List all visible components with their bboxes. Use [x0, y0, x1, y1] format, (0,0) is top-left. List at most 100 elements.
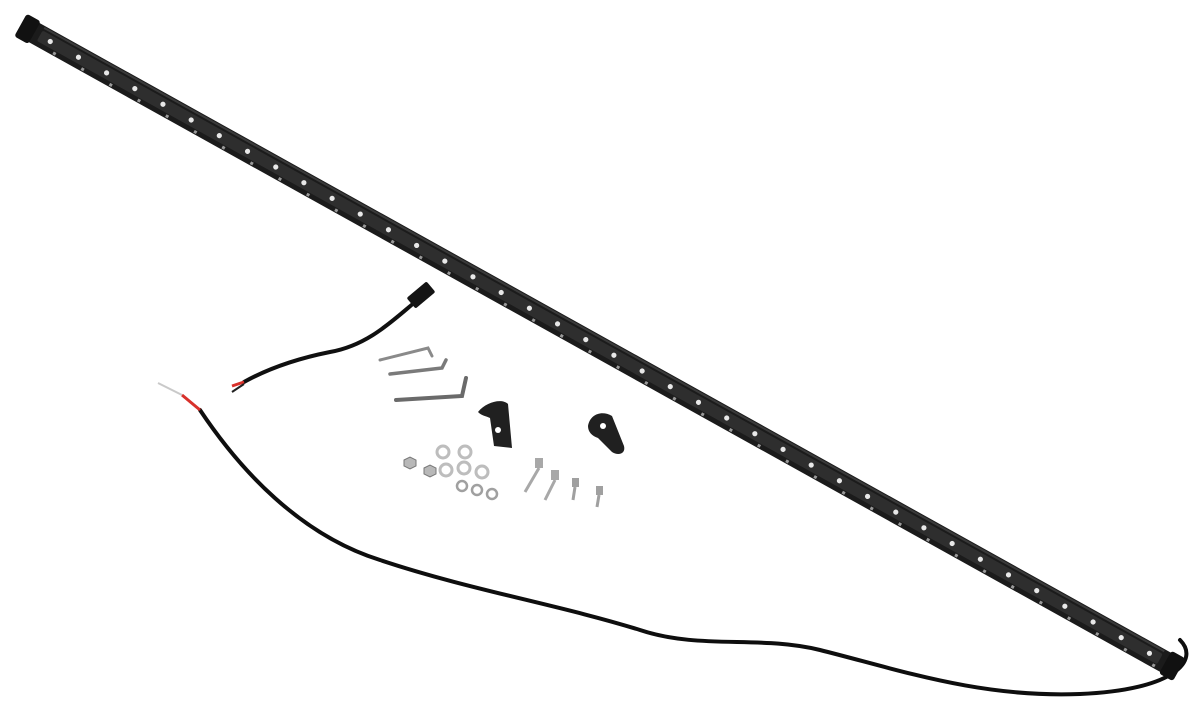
bar-screw-dot [1095, 631, 1100, 637]
bar-screw-dot [587, 349, 592, 354]
bar-screw-dot [897, 522, 902, 527]
allen-key-medium [388, 358, 448, 376]
main-cable-wire-end [181, 393, 201, 412]
led-point [1118, 635, 1124, 641]
bar-screw-dot [869, 506, 874, 511]
led-point [836, 478, 843, 484]
led-point [1146, 650, 1153, 656]
bolt-long [543, 470, 559, 501]
pigtail-black-wire [231, 383, 245, 393]
led-point [357, 211, 363, 217]
bar-screw-dot [1010, 584, 1015, 589]
bar-screw-dot [954, 553, 959, 558]
led-point [160, 101, 166, 107]
led-point [667, 384, 673, 390]
washer [438, 462, 454, 478]
led-point [132, 85, 138, 92]
bar-screw-dot [193, 129, 198, 135]
bracket-hole [600, 423, 606, 429]
led-point [385, 227, 392, 233]
bar-screw-dot [418, 255, 423, 260]
bar-screw-dot [1038, 600, 1043, 605]
pigtail-connector-plug [407, 282, 435, 308]
bolt-short [595, 486, 603, 508]
led-point [47, 38, 53, 45]
connector-pigtail [231, 282, 435, 393]
bar-screw-dot [644, 380, 649, 386]
bar-screw-dot [503, 302, 508, 307]
led-point [1034, 587, 1040, 594]
hex-nut [403, 456, 417, 470]
led-point [442, 258, 448, 264]
washer [435, 444, 451, 460]
bolt-short [571, 478, 579, 501]
bar-screw-dot [52, 51, 57, 56]
bar-screw-dot [221, 145, 226, 150]
led-point [893, 509, 899, 515]
led-point [554, 321, 561, 327]
bar-screw-dot [672, 396, 677, 401]
bar-screw-dot [728, 428, 733, 433]
led-point [695, 399, 702, 405]
mounting-hardware [403, 444, 603, 508]
pigtail-red-wire [231, 380, 245, 388]
bar-screw-dot [80, 67, 85, 72]
led-point [752, 431, 758, 437]
lock-washer [485, 487, 499, 501]
bar-screw-dot [926, 537, 931, 542]
bar-screw-dot [362, 224, 367, 229]
bar-screw-dot [165, 114, 170, 119]
bar-screw-dot [616, 365, 621, 370]
light-bar-end-cap-left [15, 14, 40, 44]
bar-screw-dot [390, 239, 395, 244]
bar-screw-dot [700, 412, 705, 417]
led-point [780, 446, 786, 453]
light-bar-top-highlight [43, 26, 1165, 653]
led-point [977, 556, 983, 562]
bar-screw-dot [1066, 616, 1072, 621]
bar-screw-dot [277, 177, 282, 182]
led-light-bar [15, 14, 1185, 681]
led-row [47, 38, 1156, 668]
led-point [216, 133, 222, 139]
led-point [724, 415, 730, 421]
lock-washer [470, 483, 484, 497]
lock-washer [455, 479, 469, 493]
led-point [583, 336, 589, 343]
led-point [639, 368, 645, 374]
bar-screw-dot [249, 161, 254, 166]
washer [474, 464, 490, 480]
light-bar-end-cap-right [1159, 651, 1185, 681]
led-point [273, 164, 279, 170]
led-point [1062, 603, 1068, 609]
led-point [329, 195, 335, 202]
hex-nut [423, 464, 437, 478]
bar-screw-dot [756, 443, 762, 448]
washer [457, 444, 473, 460]
allen-key-set [378, 346, 468, 402]
bolt-long [523, 458, 543, 493]
bar-screw-dot [559, 333, 564, 338]
mounting-brackets [478, 401, 625, 454]
bar-screw-dot [475, 286, 480, 291]
allen-key-large [394, 376, 468, 402]
bar-screw-dot [1151, 663, 1156, 668]
led-point [808, 462, 814, 468]
washer [456, 460, 472, 476]
bar-screw-dot [982, 569, 987, 574]
bar-screw-dot [785, 459, 790, 464]
led-point [526, 305, 533, 311]
led-point [921, 525, 927, 531]
mounting-bracket-right [588, 413, 625, 454]
bar-screw-dot [334, 208, 339, 213]
main-cable-conductor-tip [157, 382, 183, 396]
led-point [75, 54, 82, 60]
led-point [611, 352, 617, 358]
bar-screw-dot [1123, 647, 1128, 652]
led-point [1005, 572, 1012, 578]
led-point [188, 117, 194, 123]
led-point [103, 70, 110, 76]
bar-screw-dot [306, 192, 311, 197]
